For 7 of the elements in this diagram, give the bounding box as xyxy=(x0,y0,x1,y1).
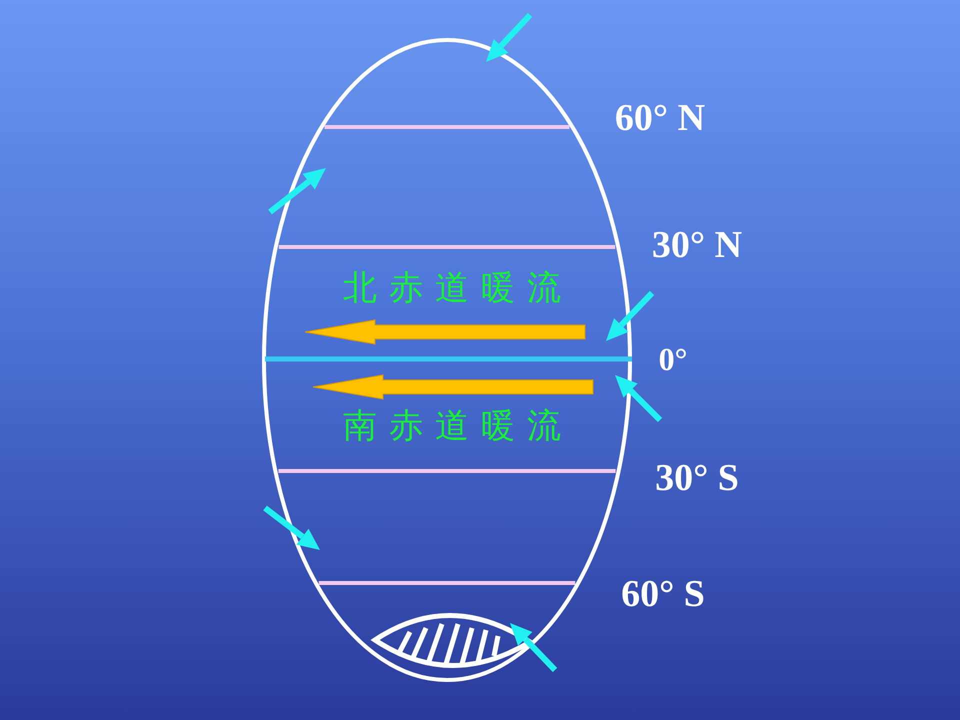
current-label: 北赤道暖流 xyxy=(343,271,573,305)
latitude-label: 30° N xyxy=(652,226,742,264)
current-label: 南赤道暖流 xyxy=(343,409,573,443)
latitude-label: 60° N xyxy=(614,99,706,137)
latitude-label: 0° xyxy=(658,343,688,375)
latitude-label: 60° S xyxy=(621,575,705,613)
latitude-label: 30° S xyxy=(655,459,739,497)
